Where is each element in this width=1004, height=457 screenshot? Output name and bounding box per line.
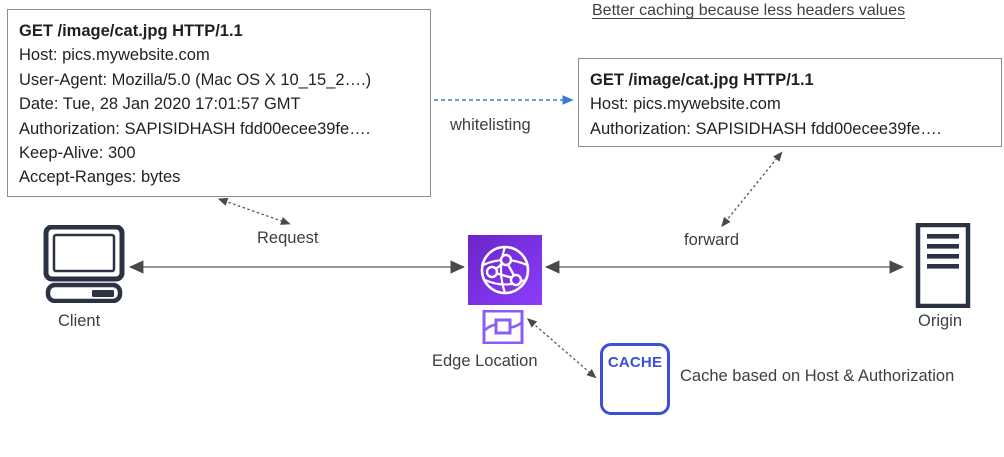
whitelisting-label: whitelisting — [450, 116, 531, 134]
desktop-computer-icon — [42, 224, 126, 304]
request-line: GET /image/cat.jpg HTTP/1.1 — [19, 22, 243, 40]
arrow-edge-cache — [527, 318, 597, 379]
forward-label: forward — [684, 231, 740, 249]
cache-basis-label: Cache based on Host & Authorization — [680, 367, 955, 385]
client-label: Client — [58, 312, 101, 330]
origin-label: Origin — [918, 312, 963, 330]
header-authorization: Authorization: SAPISIDHASH fdd00ecee39fe… — [590, 119, 942, 138]
arrow-forward-callout — [721, 151, 783, 228]
cache-label: CACHE — [607, 354, 663, 371]
header-user-agent: User-Agent: Mozilla/5.0 (Mac OS X 10_15_… — [19, 70, 372, 89]
header-host: Host: pics.mywebsite.com — [19, 46, 210, 65]
edge-location-icon — [482, 309, 524, 345]
header-date: Date: Tue, 28 Jan 2020 17:01:57 GMT — [19, 95, 301, 114]
header-host: Host: pics.mywebsite.com — [590, 95, 781, 114]
arrow-request-callout — [217, 197, 291, 225]
cache-box: CACHE — [600, 343, 670, 415]
request-line: GET /image/cat.jpg HTTP/1.1 — [590, 71, 814, 89]
headline-text: Better caching because less headers valu… — [592, 2, 906, 19]
full-http-request-box: GET /image/cat.jpg HTTP/1.1 Host: pics.m… — [7, 9, 431, 197]
request-label: Request — [257, 229, 319, 247]
cloudfront-globe-icon — [468, 235, 542, 305]
header-keep-alive: Keep-Alive: 300 — [19, 144, 136, 163]
server-rack-icon — [908, 222, 978, 309]
edge-location-label: Edge Location — [432, 352, 538, 370]
header-authorization: Authorization: SAPISIDHASH fdd00ecee39fe… — [19, 119, 371, 138]
whitelisted-http-request-box: GET /image/cat.jpg HTTP/1.1 Host: pics.m… — [578, 58, 1002, 147]
header-accept-ranges: Accept-Ranges: bytes — [19, 168, 181, 187]
